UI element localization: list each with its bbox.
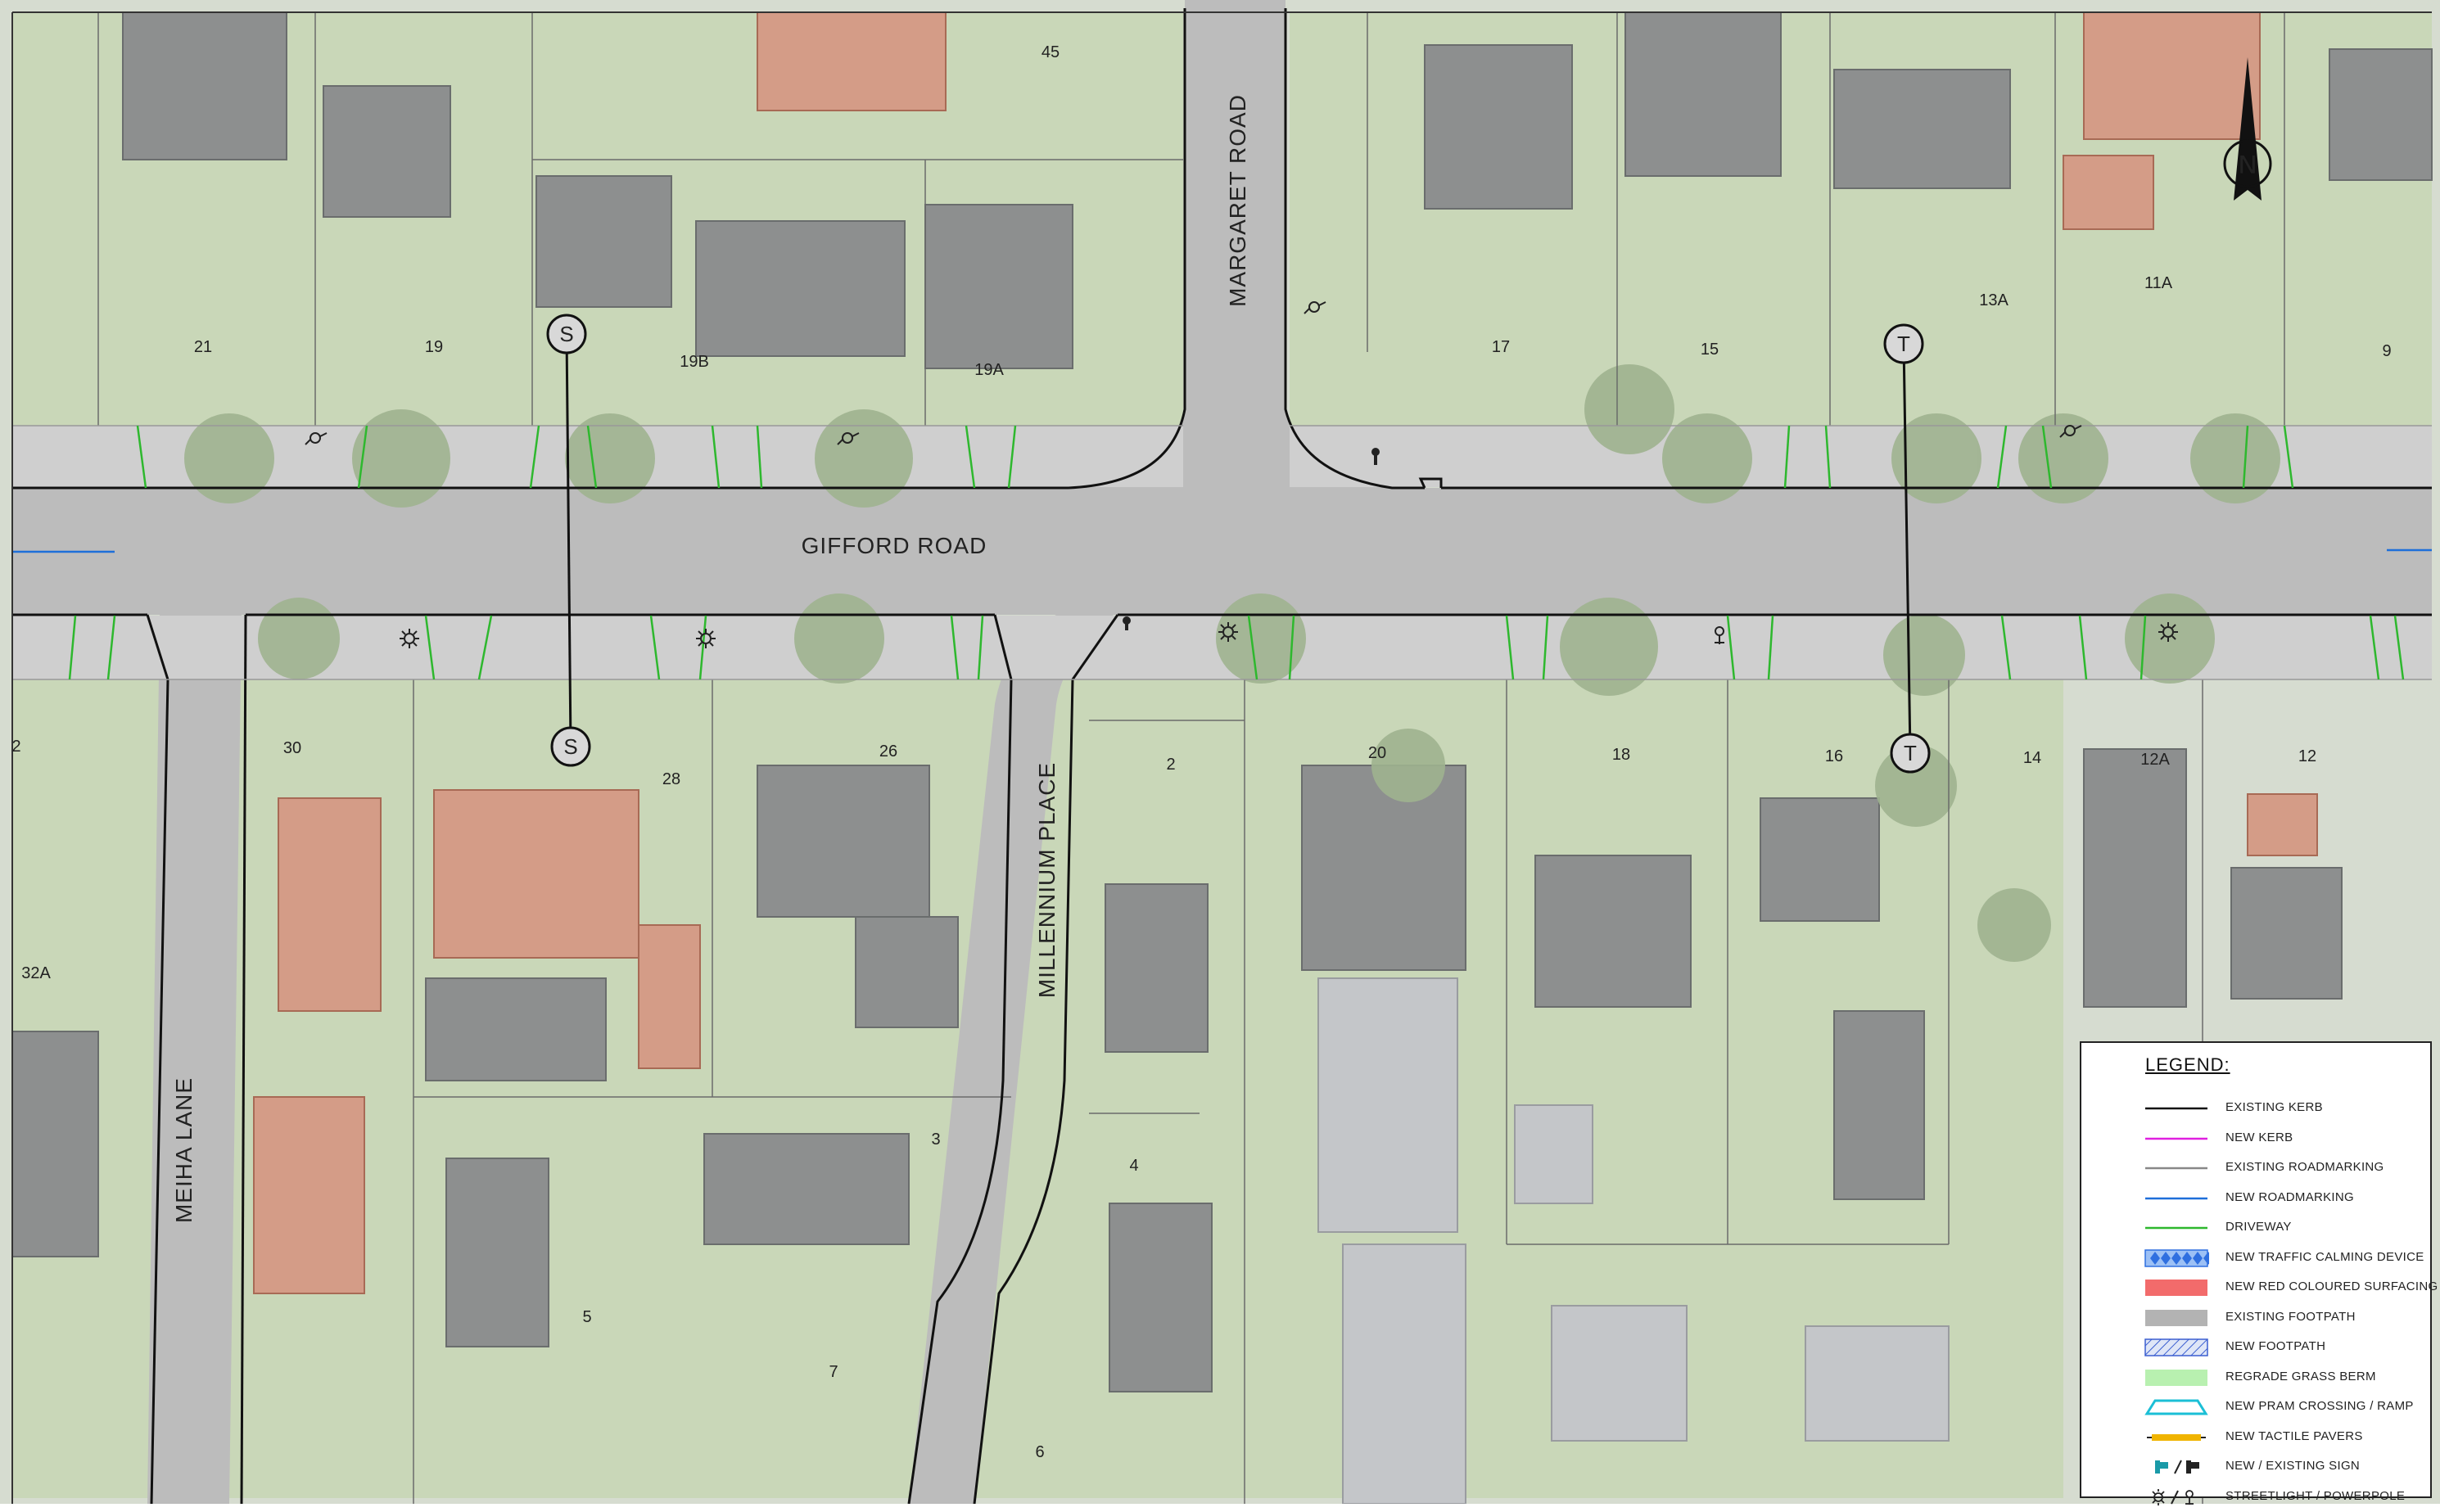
legend-item-label: NEW TACTILE PAVERS	[2225, 1429, 2363, 1443]
tactile-swatch-icon	[2144, 1428, 2209, 1447]
millennium-place-label: MILLENNIUM PLACE	[1034, 762, 1060, 998]
lot-number: 13A	[1979, 291, 2008, 309]
svg-text:N: N	[2238, 150, 2257, 179]
road-markings	[12, 548, 2432, 553]
legend-item-label: NEW PRAM CROSSING / RAMP	[2225, 1399, 2414, 1413]
fill-swatch-icon	[2144, 1368, 2209, 1388]
tin-roofs	[1317, 977, 1950, 1504]
lot-number: 28	[662, 770, 680, 788]
legend-item: NEW FOOTPATH	[2081, 1333, 2433, 1362]
legend-item-label: EXISTING ROADMARKING	[2225, 1160, 2384, 1174]
meiha-lane-label: MEIHA LANE	[171, 1077, 197, 1223]
legend-item-label: REGRADE GRASS BERM	[2225, 1369, 2376, 1383]
legend-item: REGRADE GRASS BERM	[2081, 1363, 2433, 1392]
section-t-marker: T T	[1883, 323, 1931, 774]
legend-title: LEGEND:	[2145, 1054, 2230, 1075]
lot-number: 3	[931, 1131, 940, 1149]
fill-swatch-icon	[2144, 1278, 2209, 1298]
sign-icon	[1123, 448, 1380, 630]
legend-item-label: DRIVEWAY	[2225, 1220, 2292, 1234]
lot-number: 19	[425, 338, 443, 356]
lot-number: 2	[1166, 756, 1175, 774]
svg-text:T: T	[1897, 332, 1910, 356]
legend-item: NEW / EXISTING SIGN	[2081, 1452, 2433, 1482]
legend-item-label: NEW FOOTPATH	[2225, 1339, 2326, 1353]
legend-item-label: EXISTING FOOTPATH	[2225, 1309, 2356, 1324]
legend-item: NEW TACTILE PAVERS	[2081, 1423, 2433, 1452]
svg-text:T: T	[1904, 741, 1917, 765]
section-lines	[565, 333, 1912, 754]
legend-item-label: NEW ROADMARKING	[2225, 1189, 2355, 1204]
north-arrow-icon: N	[2223, 57, 2272, 201]
lot-number: 19A	[974, 361, 1004, 379]
line-swatch-icon	[2144, 1218, 2209, 1238]
legend-item: NEW PRAM CROSSING / RAMP	[2081, 1392, 2433, 1422]
lot-numbers: 45 21 19 19B 19A 17 15 13A 11A 9 30 28 2…	[11, 43, 2391, 1461]
legend-item: NEW RED COLOURED SURFACING	[2081, 1273, 2438, 1302]
lot-number: 32A	[21, 964, 51, 982]
legend-item: NEW TRAFFIC CALMING DEVICE	[2081, 1243, 2433, 1273]
legend-item: STREETLIGHT / POWERPOLE	[2081, 1483, 2433, 1512]
lot-number: 5	[582, 1308, 591, 1326]
diamond-swatch-icon	[2144, 1248, 2213, 1268]
legend-item-label: NEW RED COLOURED SURFACING	[2225, 1280, 2438, 1293]
lot-number: 9	[2382, 342, 2391, 360]
fill-swatch-icon	[2144, 1308, 2209, 1328]
lot-number: 15	[1701, 341, 1719, 359]
legend-item: NEW KERB	[2081, 1124, 2433, 1153]
lot-number: 4	[1129, 1157, 1138, 1175]
lot-number: 21	[194, 338, 212, 356]
legend-item-label: NEW / EXISTING SIGN	[2225, 1459, 2361, 1473]
legend-item: EXISTING ROADMARKING	[2081, 1153, 2433, 1183]
existing-kerbs	[11, 8, 2432, 1504]
lot-number: 30	[283, 739, 301, 757]
lot-number: 7	[829, 1363, 838, 1381]
legend-item-label: NEW TRAFFIC CALMING DEVICE	[2225, 1249, 2424, 1264]
powerpole-icon	[305, 301, 2082, 644]
driveways	[68, 425, 2405, 680]
lot-number: 19B	[680, 353, 709, 371]
lot-number: 17	[1492, 338, 1510, 356]
red-roofs	[253, 11, 2318, 1294]
property-boundaries	[97, 12, 2285, 1504]
lot-number: 2	[11, 738, 20, 756]
sign-swatch-icon	[2144, 1457, 2209, 1477]
lot-number: 12	[2298, 747, 2316, 765]
svg-text:S: S	[563, 734, 577, 759]
hatch-swatch-icon	[2144, 1338, 2209, 1357]
lot-number: 14	[2023, 749, 2041, 767]
lot-number: 6	[1035, 1443, 1044, 1461]
legend-item-label: EXISTING KERB	[2225, 1100, 2323, 1114]
legend-item: EXISTING FOOTPATH	[2081, 1303, 2433, 1333]
legend-item: DRIVEWAY	[2081, 1213, 2433, 1243]
section-s-marker: S S	[546, 314, 591, 767]
line-swatch-icon	[2144, 1099, 2209, 1118]
lot-number: 16	[1825, 747, 1843, 765]
lot-number: 45	[1042, 43, 1060, 61]
legend-item-label: NEW KERB	[2225, 1130, 2293, 1144]
line-swatch-icon	[2144, 1129, 2209, 1149]
streetlight-icon	[400, 622, 2178, 648]
line-swatch-icon	[2144, 1158, 2209, 1178]
legend-item: EXISTING KERB	[2081, 1094, 2433, 1123]
svg-text:S: S	[559, 322, 573, 346]
gifford-road-label: GIFFORD ROAD	[802, 533, 987, 558]
road-surfaces	[12, 0, 2432, 1504]
lot-number: 12A	[2140, 751, 2170, 769]
trees	[184, 364, 2280, 962]
legend-item-label: STREETLIGHT / POWERPOLE	[2225, 1488, 2406, 1503]
legend-panel: LEGEND: EXISTING KERB NEW KERB EXISTING RO…	[2080, 1041, 2438, 1505]
line-swatch-icon	[2144, 1189, 2209, 1208]
house-roofs	[11, 11, 2433, 1392]
lot-number: 20	[1368, 744, 1386, 762]
margaret-road-label: MARGARET ROAD	[1225, 94, 1250, 307]
legend-item: NEW ROADMARKING	[2081, 1184, 2433, 1213]
lot-number: 26	[879, 742, 897, 761]
lot-number: 11A	[2144, 274, 2173, 292]
lot-number: 18	[1612, 746, 1630, 764]
ramp-swatch-icon	[2144, 1397, 2209, 1417]
